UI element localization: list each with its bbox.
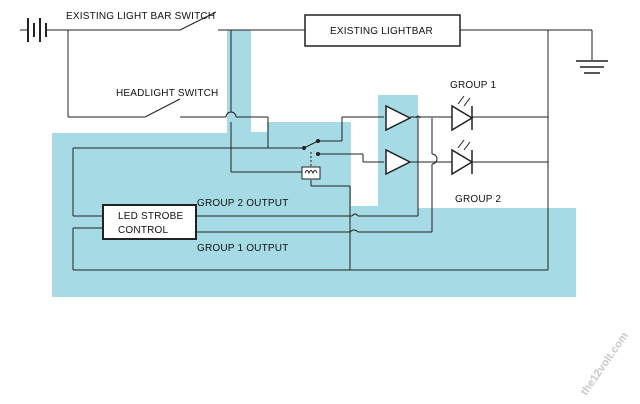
cutout-a <box>351 128 378 206</box>
headlight-switch-label: HEADLIGHT SWITCH <box>116 88 218 99</box>
watermark: the12volt.com <box>579 330 631 398</box>
group2-output-label: GROUP 2 OUTPUT <box>197 198 289 209</box>
crossover-g2 <box>351 213 359 217</box>
group1-label: GROUP 1 <box>450 80 496 91</box>
group2-label: GROUP 2 <box>455 194 501 205</box>
crossovers <box>349 115 421 233</box>
wire-crossover-1 <box>225 111 237 118</box>
battery-icon <box>20 18 47 42</box>
crossover-g1 <box>349 229 359 233</box>
relay-icon <box>301 139 321 180</box>
headlight-switch-icon <box>144 98 181 118</box>
switch-icon <box>179 11 217 31</box>
existing-lightbar-label: EXISTING LIGHTBAR <box>330 26 433 37</box>
highlight-amp-column <box>378 95 418 183</box>
wire-crossover-2 <box>431 153 438 165</box>
cutout-c <box>251 122 267 132</box>
crossover-right-1 <box>415 115 421 119</box>
strobe-control-label-line2: CONTROL <box>118 225 169 236</box>
led-group1 <box>451 104 474 132</box>
ground-icon <box>576 60 608 74</box>
led-rays <box>457 95 471 151</box>
cutout-b <box>418 122 576 208</box>
amplifier-2 <box>385 148 412 176</box>
amplifier-icon <box>385 104 412 176</box>
highlight-cutouts <box>251 122 576 208</box>
existing-switch-label: EXISTING LIGHT BAR SWITCH <box>66 11 215 22</box>
led-strobe-control-box <box>102 204 197 240</box>
existing-lightbar-box <box>304 14 461 47</box>
led-icon <box>451 104 474 176</box>
group1-output-label: GROUP 1 OUTPUT <box>197 243 289 254</box>
amplifier-1 <box>385 104 412 132</box>
led-group2 <box>451 148 474 176</box>
wires <box>47 29 593 271</box>
strobe-control-label-line1: LED STROBE <box>118 211 183 222</box>
highlight-mid <box>251 122 351 136</box>
